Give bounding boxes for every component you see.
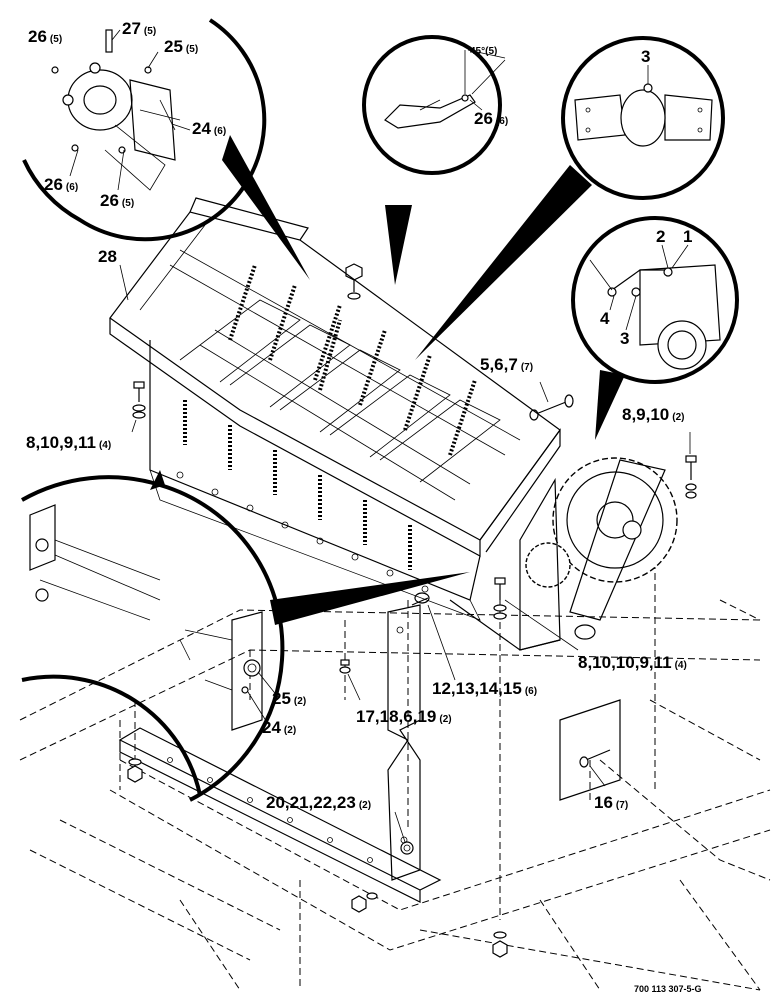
- callout-26-6-left: 26(6): [44, 175, 78, 194]
- phantom-frame: [19, 599, 771, 991]
- callout-4: 4: [600, 309, 610, 328]
- callout-28: 28: [98, 247, 117, 266]
- callout-26-5-top: 26(5): [28, 27, 62, 46]
- vertical-bracket: [387, 604, 421, 881]
- lower-springs: [183, 400, 412, 570]
- detail-circle-upper-left: [22, 18, 310, 280]
- callout-5-6-7: 5,6,7(7): [480, 355, 533, 374]
- callout-27: 27(5): [122, 19, 156, 38]
- callout-45-deg: 45°(5): [470, 46, 497, 57]
- leader-lines: [69, 29, 691, 843]
- springs: [228, 264, 477, 456]
- callout-24-6: 24(6): [192, 119, 226, 138]
- callout-1: 1: [683, 227, 692, 246]
- callout-3-top: 3: [641, 47, 650, 66]
- detail-circle-right: [571, 216, 739, 440]
- callout-2: 2: [656, 227, 665, 246]
- detail-circle-upper-right: [415, 36, 725, 360]
- drawing-reference: 700 113 307-5-G: [634, 984, 702, 994]
- drop-lines: [134, 540, 656, 920]
- callout-17-18-6-19: 17,18,6,19(2): [356, 707, 452, 726]
- callout-labels: 26(5) 27(5) 25(5) 24(6) 26(6) 26(5) 45°(…: [26, 19, 702, 994]
- callout-25-5: 25(5): [164, 37, 198, 56]
- frame-rail: [118, 727, 442, 903]
- callout-8-10-9-11: 8,10,9,11(4): [26, 433, 111, 452]
- callout-8-10-10-9-11: 8,10,10,9,11(4): [578, 653, 687, 672]
- callout-24-2: 24(2): [262, 718, 296, 737]
- callout-26-6-mid: 26(6): [474, 109, 508, 128]
- callout-16: 16(7): [594, 793, 628, 812]
- detail-circle-upper-middle: [362, 35, 506, 285]
- detail-circle-lower-left: [21, 470, 470, 802]
- plate-16: [559, 699, 621, 801]
- callout-25-2: 25(2): [272, 689, 306, 708]
- callout-3-right: 3: [620, 329, 629, 348]
- main-assembly: [109, 197, 678, 651]
- callout-8-9-10: 8,9,10(2): [622, 405, 685, 424]
- callout-12-13-14-15: 12,13,14,15(6): [432, 679, 537, 698]
- hardware: [127, 263, 697, 958]
- callout-20-21-22-23: 20,21,22,23(2): [266, 793, 371, 812]
- drive-gear: [525, 457, 678, 588]
- crank-arm: [569, 459, 666, 640]
- callout-26-5-bottom: 26(5): [100, 191, 134, 210]
